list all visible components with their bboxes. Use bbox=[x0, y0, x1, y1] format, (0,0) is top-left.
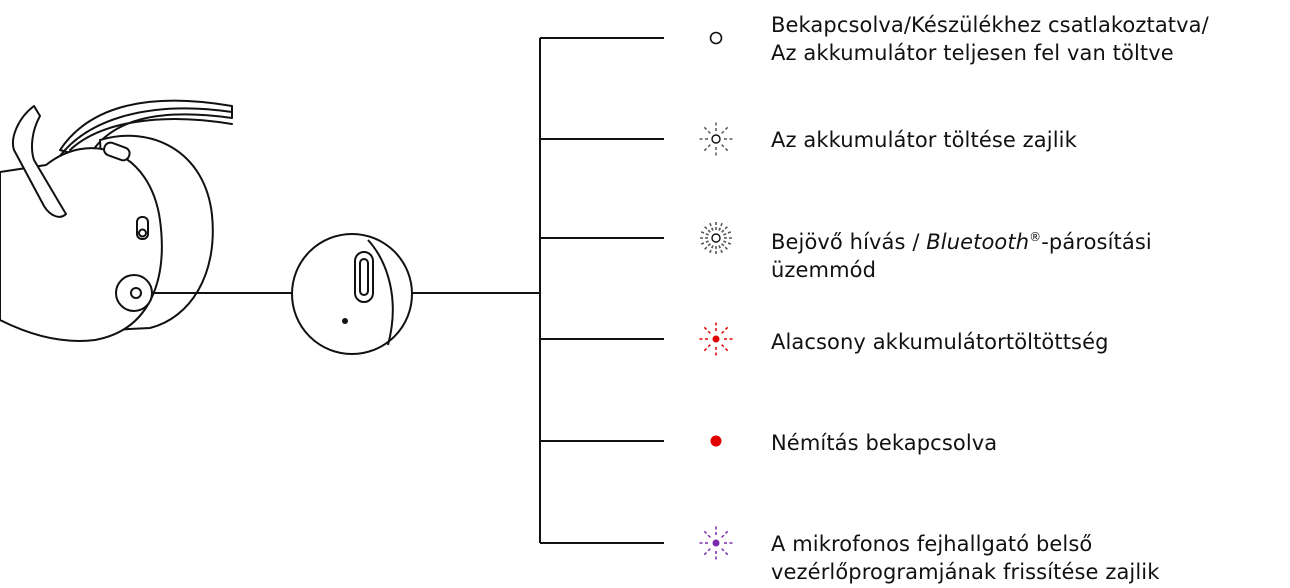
led-zoom-detail bbox=[291, 233, 413, 355]
indicator-2-line-2: üzemmód bbox=[771, 258, 877, 282]
headset-illustration bbox=[0, 99, 233, 342]
indicator-5-line-1: A mikrofonos fejhallgató belső bbox=[771, 532, 1093, 556]
indicator-1-line-1: Az akkumulátor töltése zajlik bbox=[771, 128, 1077, 152]
led-solid-red-icon bbox=[710, 435, 722, 447]
indicator-3-line-1: Alacsony akkumulátortöltöttség bbox=[771, 330, 1109, 354]
indicator-0-line-1: Bekapcsolva/Készülékhez csatlakoztatva/ bbox=[771, 13, 1209, 37]
indicator-label-2: Bejövő hívás / Bluetooth®-párosítási üze… bbox=[771, 228, 1152, 284]
near-ear-cup bbox=[0, 147, 163, 342]
indicator-5-line-2: vezérlőprogramjának frissítése zajlik bbox=[771, 560, 1160, 584]
mic-boom bbox=[12, 105, 67, 218]
led-blink-red-icon bbox=[698, 321, 734, 357]
led-fast-blink-white-icon bbox=[698, 220, 734, 256]
headset-side-button bbox=[103, 141, 131, 162]
indicator-label-4: Némítás bekapcsolva bbox=[771, 429, 997, 457]
headset-led-button bbox=[115, 274, 153, 312]
indicator-2-line-1: Bejövő hívás / Bluetooth®-párosítási bbox=[771, 228, 1152, 256]
led-solid-white-icon bbox=[709, 31, 723, 45]
zoom-led-dot bbox=[342, 318, 348, 324]
bracket bbox=[539, 37, 664, 544]
indicator-label-5: A mikrofonos fejhallgató belső vezérlőpr… bbox=[771, 530, 1160, 586]
indicator-label-0: Bekapcsolva/Készülékhez csatlakoztatva/ … bbox=[771, 11, 1209, 67]
indicator-label-1: Az akkumulátor töltése zajlik bbox=[771, 126, 1077, 154]
indicator-4-line-1: Némítás bekapcsolva bbox=[771, 431, 998, 455]
led-blink-purple-icon bbox=[698, 525, 734, 561]
indicator-2-text-pre: Bejövő hívás / bbox=[771, 230, 927, 254]
indicator-2-text-post: -párosítási bbox=[1041, 230, 1152, 254]
indicator-2-registered-mark: ® bbox=[1029, 230, 1042, 244]
indicator-2-text-bluetooth: Bluetooth bbox=[926, 230, 1030, 254]
indicator-0-line-2: Az akkumulátor teljesen fel van töltve bbox=[771, 41, 1174, 65]
indicator-label-3: Alacsony akkumulátortöltöttség bbox=[771, 328, 1109, 356]
led-blink-white-icon bbox=[698, 121, 734, 157]
